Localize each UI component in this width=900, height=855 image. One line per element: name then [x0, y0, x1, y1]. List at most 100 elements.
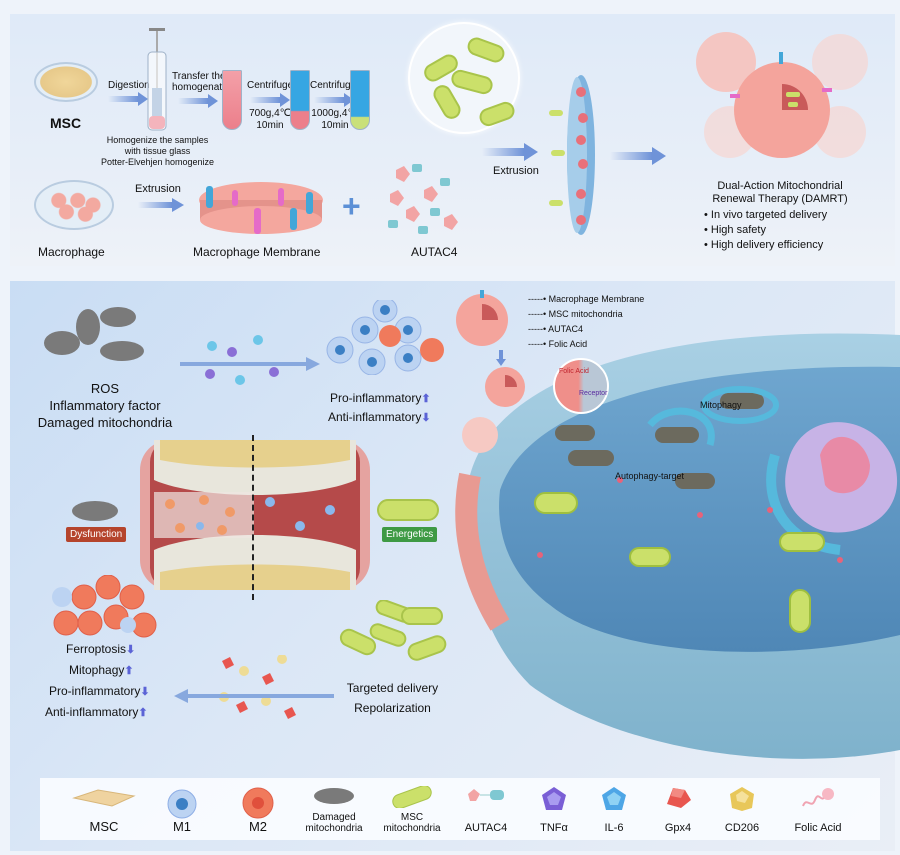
legend-item-il6: IL-6: [576, 778, 652, 840]
arrow-down-icon: ⬇: [140, 686, 150, 698]
delivery-text-targeted: Targeted delivery: [346, 681, 439, 695]
macrophage-dish-icon: [34, 180, 114, 230]
energetics-tag: Energetics: [382, 527, 438, 542]
centrifuge-1-label: Centrifuge: [247, 80, 294, 91]
legend-item-folic-acid: Folic Acid: [780, 778, 856, 840]
autophagy-target-label: Autophagy-target: [615, 471, 685, 481]
dysfunction-mitochondria-icon: [70, 500, 120, 522]
legend-item-msc: MSC: [66, 778, 142, 840]
legend-item-cd206: CD206: [704, 778, 780, 840]
arrow-left-icon: [174, 689, 334, 703]
outcome-anti-inflammatory: Anti-inflammatory⬆: [45, 705, 148, 719]
arrow-down-icon: ⬇: [126, 644, 136, 656]
centrifuge-2-time: 10min: [321, 120, 349, 131]
m1-macrophage-icon: [162, 786, 202, 822]
gpx4-icon: [663, 786, 693, 810]
legend-item-gpx4: Gpx4: [640, 778, 716, 840]
centrifuge-1-time: 10min: [256, 120, 284, 131]
centrifuge-2-label: Centrifuge: [310, 80, 357, 91]
extrusion-label-1: Extrusion: [135, 183, 181, 195]
arrow-right-icon: [314, 93, 354, 107]
outcome-mitophagy: Mitophagy⬆: [69, 663, 134, 677]
cytokine-particles-icon: [200, 332, 290, 387]
mitophagy-label: Mitophagy: [700, 400, 742, 410]
damrt-nanoparticle-illustration: [690, 22, 870, 172]
homogenize-note-line-2: with tissue glass: [124, 146, 191, 156]
folic-acid-icon: [801, 786, 835, 810]
damrt-particle-fusing-icon: [460, 415, 500, 455]
homogenize-note-line-3: Potter-Elvehjen homogenize: [100, 157, 215, 167]
target-cell-illustration: [440, 305, 900, 785]
homogenize-note-line-1: Homogenize the samples: [106, 135, 209, 145]
arrow-right-icon: [610, 147, 666, 165]
folic-acid-receptor-inset: Folic Acid Receptor: [553, 358, 609, 414]
arrow-right-icon: [180, 357, 320, 371]
legend-item-autac4: AUTAC4: [448, 778, 524, 840]
m1-m2-macrophage-cluster-icon: [320, 297, 450, 376]
pro-inflammatory-up-label: Pro-inflammatory⬆: [330, 391, 431, 405]
damage-text-ros: ROS: [90, 381, 120, 396]
arrow-up-icon: ⬆: [421, 393, 431, 405]
autac4-label: AUTAC4: [411, 245, 458, 259]
energetics-mitochondria-icon: [376, 498, 440, 522]
mitochondria-zoom-bubble: [408, 22, 520, 134]
callout-macrophage-membrane: -----• Macrophage Membrane: [528, 294, 645, 304]
damrt-feature-3: • High delivery efficiency: [704, 239, 824, 251]
damrt-particle-callout-illustration: [452, 290, 512, 350]
damrt-particle-approaching-icon: [483, 365, 527, 409]
damrt-feature-2: • High safety: [704, 224, 766, 236]
arrow-right-icon: [250, 93, 290, 107]
damage-text-inflammatory-factor: Inflammatory factor: [49, 398, 161, 413]
il6-icon: [601, 786, 627, 812]
arrow-right-icon: [482, 143, 538, 161]
transfer-label-line-1: Transfer the: [172, 71, 226, 82]
damrt-feature-1: • In vivo targeted delivery: [704, 209, 828, 221]
m2-macrophage-icon: [240, 786, 276, 820]
msc-mitochondria-icon: [424, 37, 515, 127]
autac4-molecules-illustration: [384, 160, 464, 240]
tube-homogenate-icon: [222, 70, 242, 130]
centrifuge-1-speed: 700g,4℃: [249, 108, 291, 119]
callout-autac4: -----• AUTAC4: [528, 324, 583, 334]
callout-msc-mitochondria: -----• MSC mitochondria: [528, 309, 623, 319]
anti-inflammatory-down-label: Anti-inflammatory⬇: [328, 410, 431, 424]
damage-text-damaged-mito: Damaged mitochondria: [37, 415, 173, 430]
arrow-right-icon: [108, 92, 148, 106]
damrt-title-line-2: Renewal Therapy (DAMRT): [712, 193, 848, 205]
plus-icon: +: [342, 188, 361, 224]
arrow-right-icon: [138, 198, 184, 212]
damaged-mitochondria-icon: [312, 786, 356, 806]
inset-receptor-label: Receptor: [579, 390, 608, 397]
homogenizer-icon: [146, 28, 168, 132]
tube-centrifuge-2-icon: [350, 70, 370, 130]
msc-label: MSC: [50, 115, 82, 131]
arrow-down-icon: [496, 350, 506, 366]
legend-item-m2: M2: [220, 778, 296, 840]
msc-cell-icon: [72, 786, 136, 808]
outcome-ferroptosis: Ferroptosis⬇: [66, 642, 136, 656]
macrophage-membrane-illustration: [196, 178, 326, 240]
tube-centrifuge-1-icon: [290, 70, 310, 130]
tnf-alpha-icon: [541, 786, 567, 812]
legend-item-tnf-alpha: TNFα: [516, 778, 592, 840]
extrusion-membrane-filter-illustration: [545, 70, 605, 240]
inset-folic-acid-label: Folic Acid: [559, 368, 589, 375]
msc-mitochondria-icon: [390, 786, 434, 808]
delivery-text-repolarization: Repolarization: [354, 701, 431, 715]
autac4-icon: [466, 786, 506, 804]
macrophage-membrane-label: Macrophage Membrane: [193, 245, 321, 259]
msc-mitochondria-group-icon: [336, 599, 451, 670]
joint-cross-section-illustration: [140, 440, 370, 590]
damrt-title-line-1: Dual-Action Mitochondrial: [717, 180, 843, 192]
m2-dominant-cluster-icon: [44, 574, 159, 640]
macrophage-label: Macrophage: [38, 245, 105, 259]
damaged-mitochondria-cluster-icon: [40, 305, 150, 365]
dysfunction-tag: Dysfunction: [66, 527, 127, 542]
transfer-label-line-2: homogenate: [172, 82, 228, 93]
nucleus-icon: [766, 422, 898, 555]
cd206-icon: [729, 786, 755, 812]
arrow-right-icon: [178, 94, 218, 108]
